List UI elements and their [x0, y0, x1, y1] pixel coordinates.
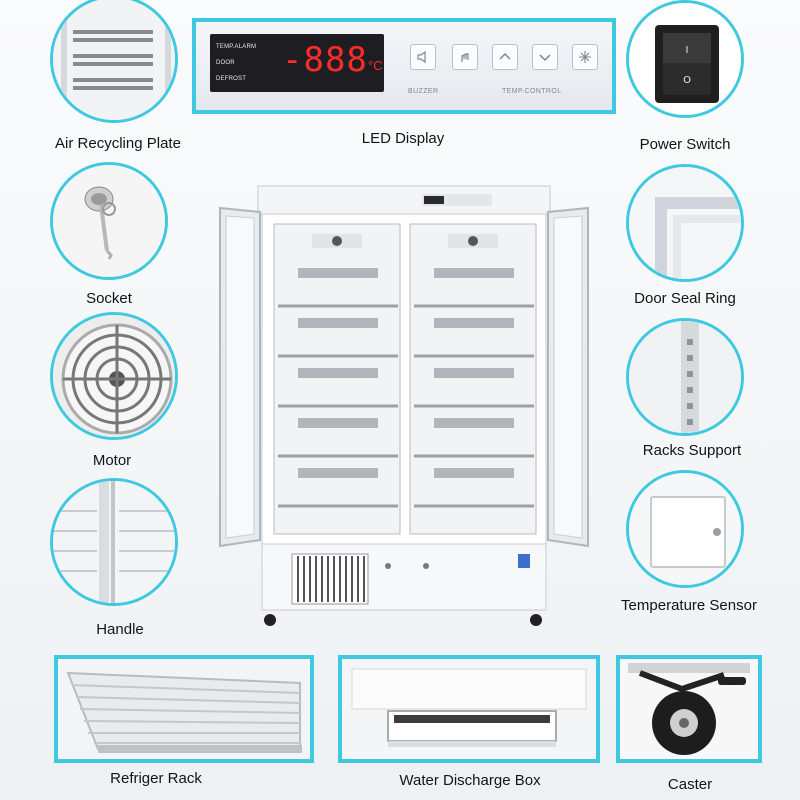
temp-control-label: TEMP.CONTROL — [502, 88, 562, 95]
power-switch-graphic: I O — [629, 3, 741, 115]
rack-rail-graphic — [629, 321, 741, 433]
refrigerator-illustration — [212, 182, 596, 632]
hand-icon — [461, 53, 469, 62]
refrigerator-graphic — [219, 185, 589, 626]
power-switch-label: Power Switch — [639, 136, 731, 153]
drain-tray-graphic — [342, 659, 596, 759]
handle-image — [50, 478, 178, 606]
water-discharge-box-label: Water Discharge Box — [399, 772, 541, 789]
racks-support-label: Racks Support — [642, 442, 742, 459]
temperature-sensor-image — [626, 470, 744, 588]
refriger-rack-label: Refriger Rack — [110, 770, 202, 787]
indicator-defrost: DEFROST — [216, 76, 247, 82]
buzzer-button[interactable] — [410, 44, 436, 70]
door-seal-ring-image — [626, 164, 744, 282]
socket-label: Socket — [86, 290, 132, 307]
handle-label: Handle — [96, 621, 144, 638]
chevron-down-icon — [539, 54, 551, 62]
indicator-temp-alarm: TEMP.ALARM — [216, 44, 257, 50]
led-display-panel: TEMP.ALARM DOOR DEFROST -888 °C BUZZER T… — [192, 18, 616, 114]
indicator-door: DOOR — [216, 60, 235, 66]
down-button[interactable] — [532, 44, 558, 70]
door-handle-icon — [53, 481, 175, 603]
defrost-button[interactable] — [572, 44, 598, 70]
wire-rack-graphic — [58, 659, 310, 759]
door-seal-graphic — [629, 167, 741, 279]
led-screen: TEMP.ALARM DOOR DEFROST -888 °C — [210, 34, 384, 92]
led-display-label: LED Display — [361, 130, 445, 147]
temperature-readout: -888 — [282, 40, 368, 80]
motor-label: Motor — [92, 452, 132, 469]
snowflake-icon — [579, 51, 591, 63]
key-lock-icon — [53, 165, 165, 277]
temperature-sensor-label: Temperature Sensor — [621, 597, 757, 614]
refriger-rack-image — [54, 655, 314, 763]
caster-image — [616, 655, 762, 763]
sensor-box-graphic — [629, 473, 741, 585]
motor-image — [50, 312, 178, 440]
temperature-unit: °C — [368, 58, 383, 73]
up-button[interactable] — [492, 44, 518, 70]
chevron-up-icon — [499, 52, 511, 60]
air-recycling-plate-graphic — [53, 0, 175, 120]
socket-image — [50, 162, 168, 280]
racks-support-image — [626, 318, 744, 436]
air-recycling-plate-image — [50, 0, 178, 123]
caster-label: Caster — [667, 776, 713, 793]
door-seal-ring-label: Door Seal Ring — [634, 290, 736, 307]
air-recycling-plate-label: Air Recycling Plate — [55, 135, 181, 152]
switch-off-mark: O — [683, 75, 691, 86]
set-button[interactable] — [452, 44, 478, 70]
fan-grille-icon — [53, 315, 175, 437]
caster-wheel-icon — [620, 659, 758, 759]
buzzer-label: BUZZER — [408, 88, 439, 95]
power-switch-image: I O — [626, 0, 744, 118]
water-discharge-box-image — [338, 655, 600, 763]
switch-on-mark: I — [686, 45, 689, 56]
speaker-icon — [417, 50, 426, 64]
